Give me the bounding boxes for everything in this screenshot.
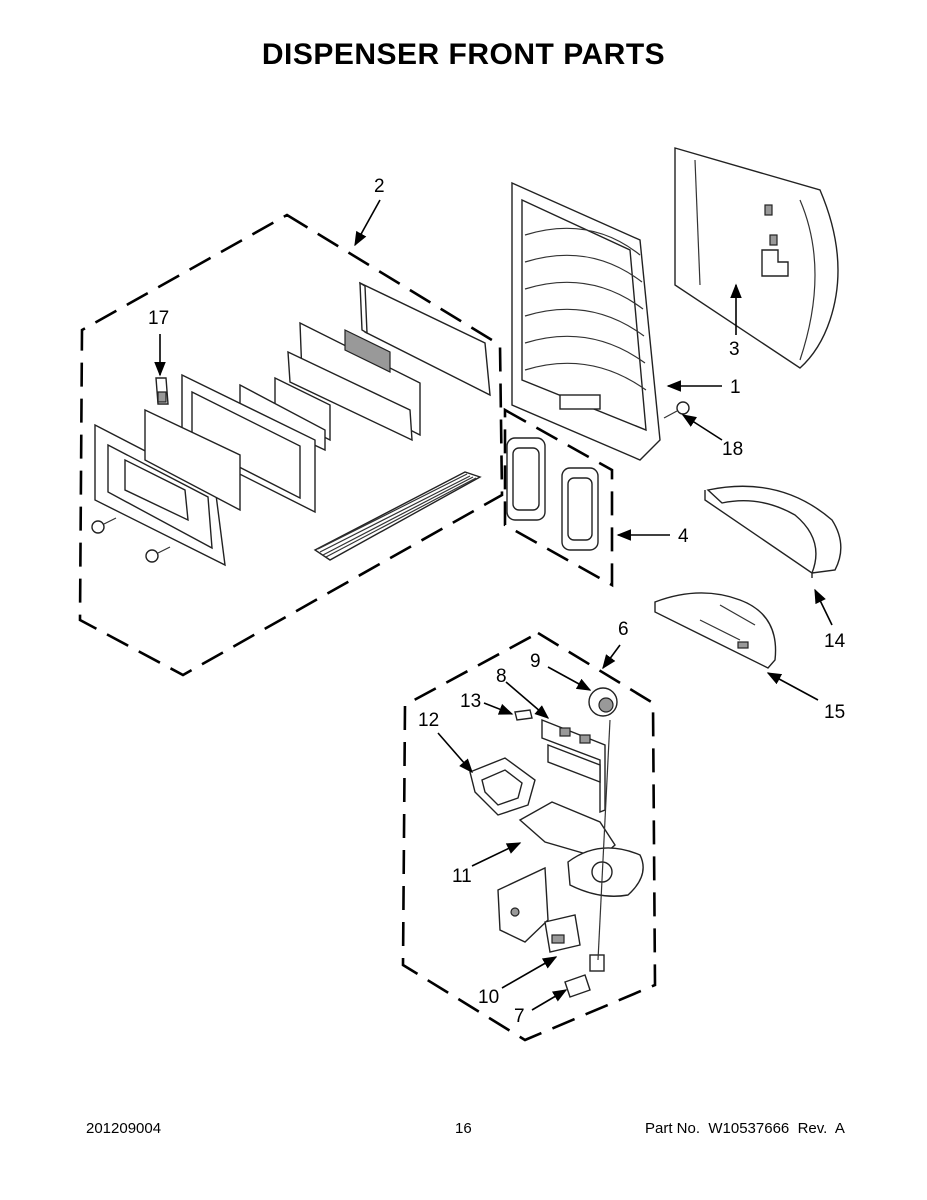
callout-8: 8: [496, 666, 507, 687]
group-6-boundary: [401, 631, 657, 1042]
dispenser-housing: [511, 181, 661, 461]
callout-4: 4: [678, 526, 689, 547]
callout-12: 12: [418, 710, 439, 731]
callout-6: 6: [618, 619, 629, 640]
actuator-part: [588, 687, 618, 717]
callout-2: 2: [374, 176, 385, 197]
elbow-fitting: [564, 954, 605, 998]
callout-11: 11: [452, 866, 472, 887]
screw-18: [663, 401, 690, 419]
footer-part-number: Part No. W10537666 Rev. A: [645, 1120, 845, 1137]
drip-tray-grille: [654, 592, 777, 669]
ribbon-cable: [313, 471, 482, 561]
page-title: DISPENSER FRONT PARTS: [261, 38, 666, 71]
cover-plate: [497, 866, 549, 943]
water-tube: [597, 719, 611, 961]
screw-lower: [145, 546, 171, 563]
callout-10: 10: [478, 987, 499, 1008]
front-bezel: [94, 408, 241, 567]
footer-page-number: 16: [455, 1120, 472, 1137]
callout-15: 15: [824, 702, 845, 723]
funnel-part: [469, 757, 536, 816]
drip-tray-frame: [704, 485, 842, 578]
rear-cover: [674, 147, 839, 369]
callout-1: 1: [730, 377, 741, 398]
lens-pads: [506, 437, 599, 551]
leader-lines: [154, 199, 833, 1011]
group-4-boundary: [503, 407, 614, 588]
callout-17: 17: [148, 308, 169, 329]
switch-bracket: [541, 718, 606, 814]
footer-date-code: 201209004: [86, 1120, 162, 1137]
group-2-boundary: [78, 213, 504, 677]
control-board-stack: [181, 281, 491, 514]
solenoid-part: [544, 914, 581, 953]
clip-part: [155, 377, 169, 405]
housing-base: [518, 801, 644, 897]
callout-18: 18: [722, 439, 743, 460]
callout-7: 7: [514, 1006, 525, 1027]
callout-3: 3: [729, 339, 740, 360]
screw-left: [91, 517, 117, 534]
screw-13: [514, 709, 533, 721]
callout-9: 9: [530, 651, 541, 672]
callout-13: 13: [460, 691, 481, 712]
callout-14: 14: [824, 631, 846, 652]
